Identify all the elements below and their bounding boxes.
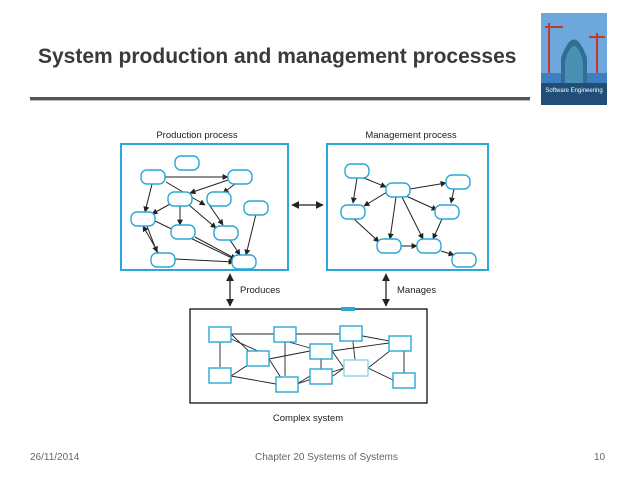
page-number: 10 — [594, 452, 606, 463]
complex-system-box — [189, 308, 428, 404]
system-component — [388, 335, 412, 352]
system-component — [343, 359, 369, 377]
production-node — [231, 254, 257, 270]
system-component — [275, 376, 299, 393]
book-cover-label: Software Engineering — [545, 88, 602, 94]
system-component — [392, 372, 416, 389]
management-node — [434, 204, 460, 220]
production-process-network — [130, 155, 269, 270]
management-node — [416, 238, 442, 254]
produces-label: Produces — [240, 285, 280, 296]
management-process-network — [340, 163, 477, 268]
management-node — [445, 174, 471, 190]
book-cover-image: Software Engineering — [541, 13, 607, 105]
slide-title: System production and management process… — [38, 45, 517, 68]
system-component — [309, 343, 333, 360]
title-divider-shadow — [30, 100, 530, 101]
management-node — [340, 204, 366, 220]
management-node — [344, 163, 370, 179]
management-node — [451, 252, 477, 268]
production-node — [170, 224, 196, 240]
system-component — [208, 367, 232, 384]
complex-system-network — [208, 325, 416, 393]
system-component — [246, 350, 270, 367]
title-divider — [30, 97, 530, 100]
production-node — [243, 200, 269, 216]
manages-label: Manages — [397, 285, 436, 296]
footer-date: 26/11/2014 — [30, 452, 80, 463]
system-component — [208, 326, 232, 343]
production-node — [167, 191, 193, 207]
complex-system-marker — [341, 307, 355, 311]
complex-system-label: Complex system — [273, 413, 343, 424]
production-node — [213, 225, 239, 241]
management-process-label: Management process — [365, 130, 457, 141]
production-node — [206, 191, 232, 207]
management-node — [385, 182, 411, 198]
production-node — [227, 169, 253, 185]
production-node — [174, 155, 200, 171]
system-component — [273, 326, 297, 343]
footer-chapter: Chapter 20 Systems of Systems — [255, 452, 398, 463]
production-node — [130, 211, 156, 227]
management-node — [376, 238, 402, 254]
system-component — [339, 325, 363, 342]
production-node — [150, 252, 176, 268]
system-component — [309, 368, 333, 385]
production-node — [140, 169, 166, 185]
production-process-label: Production process — [156, 130, 238, 141]
